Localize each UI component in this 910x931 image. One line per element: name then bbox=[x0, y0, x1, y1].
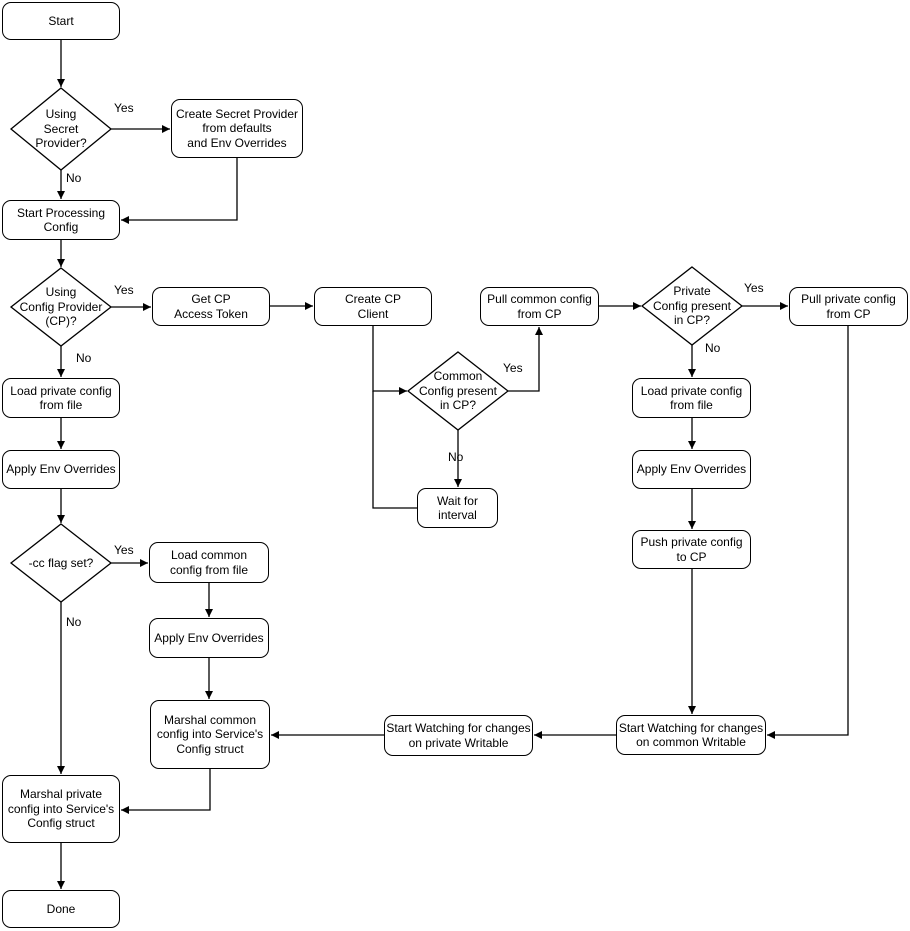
edge-marshal-common-to-marshal-private bbox=[121, 769, 211, 814]
node-start: Start bbox=[2, 2, 120, 40]
edge-common-yes-to-pull-common bbox=[508, 327, 543, 392]
node-done-label: Done bbox=[46, 901, 76, 916]
edge-label-no-config-provider: No bbox=[76, 351, 92, 365]
decision-common-config-present: Common Config present in CP? bbox=[408, 352, 508, 430]
node-create-cp-client: Create CP Client bbox=[314, 287, 432, 326]
node-load-common-config-label: Load common config from file bbox=[169, 548, 249, 577]
edge-label-yes-private-present: Yes bbox=[744, 281, 764, 295]
node-watch-common-writable: Start Watching for changes on common Wri… bbox=[616, 715, 766, 755]
node-load-private-config-left-label: Load private config from file bbox=[10, 383, 112, 412]
node-apply-env-overrides-mid-label: Apply Env Overrides bbox=[154, 630, 264, 645]
node-watch-common-writable-label: Start Watching for changes on common Wri… bbox=[618, 720, 764, 749]
node-get-cp-access-token: Get CP Access Token bbox=[152, 287, 270, 326]
decision-cc-flag-set: -cc flag set? bbox=[11, 524, 111, 602]
node-apply-env-overrides-right-label: Apply Env Overrides bbox=[636, 462, 747, 477]
node-start-processing-config-label: Start Processing Config bbox=[16, 205, 106, 234]
decision-using-secret-provider-label: Using Secret Provider? bbox=[35, 107, 87, 151]
node-load-private-config-left: Load private config from file bbox=[2, 378, 120, 418]
node-create-secret-provider-label: Create Secret Provider from defaults and… bbox=[175, 106, 299, 150]
node-pull-private-config-label: Pull private config from CP bbox=[801, 292, 896, 321]
decision-using-config-provider-label: Using Config Provider (CP)? bbox=[19, 285, 103, 329]
node-start-processing-config: Start Processing Config bbox=[2, 200, 120, 240]
decision-using-secret-provider: Using Secret Provider? bbox=[11, 88, 111, 170]
node-watch-private-writable-label: Start Watching for changes on private Wr… bbox=[386, 721, 531, 750]
node-marshal-common-config: Marshal common config into Service's Con… bbox=[150, 700, 270, 769]
node-create-secret-provider: Create Secret Provider from defaults and… bbox=[171, 99, 303, 158]
edge-label-no-secret-provider: No bbox=[66, 171, 82, 185]
edge-pull-private-to-watch-common bbox=[767, 326, 849, 739]
node-apply-env-overrides-mid: Apply Env Overrides bbox=[149, 618, 269, 658]
edge-label-yes-cc-flag: Yes bbox=[114, 543, 134, 557]
node-apply-env-overrides-left-label: Apply Env Overrides bbox=[6, 462, 116, 477]
node-push-private-config: Push private config to CP bbox=[632, 530, 751, 569]
edge-create-client-to-common-decision bbox=[372, 326, 407, 395]
edge-create-secret-to-start-processing bbox=[121, 158, 238, 224]
node-apply-env-overrides-right: Apply Env Overrides bbox=[632, 450, 751, 489]
node-pull-private-config: Pull private config from CP bbox=[789, 287, 908, 326]
edge-label-no-common-present: No bbox=[448, 450, 464, 464]
node-start-label: Start bbox=[48, 13, 74, 28]
node-pull-common-config: Pull common config from CP bbox=[480, 287, 599, 326]
decision-common-config-present-label: Common Config present in CP? bbox=[418, 369, 498, 413]
decision-private-config-present-label: Private Config present in CP? bbox=[652, 284, 732, 328]
edge-label-no-private-present: No bbox=[705, 341, 721, 355]
edge-wait-loop-to-common-decision bbox=[372, 391, 417, 509]
node-push-private-config-label: Push private config to CP bbox=[640, 535, 743, 564]
decision-cc-flag-set-label: -cc flag set? bbox=[28, 555, 94, 570]
node-create-cp-client-label: Create CP Client bbox=[344, 292, 402, 321]
node-wait-for-interval: Wait for interval bbox=[417, 488, 498, 528]
node-get-cp-access-token-label: Get CP Access Token bbox=[174, 292, 248, 321]
node-apply-env-overrides-left: Apply Env Overrides bbox=[2, 450, 120, 489]
node-watch-private-writable: Start Watching for changes on private Wr… bbox=[384, 715, 533, 756]
edge-label-no-cc-flag: No bbox=[66, 615, 82, 629]
edge-label-yes-secret-provider: Yes bbox=[114, 101, 134, 115]
node-load-private-config-right-label: Load private config from file bbox=[640, 383, 743, 412]
edge-label-yes-config-provider: Yes bbox=[114, 283, 134, 297]
decision-using-config-provider: Using Config Provider (CP)? bbox=[11, 268, 111, 346]
node-marshal-common-config-label: Marshal common config into Service's Con… bbox=[156, 712, 264, 756]
edge-label-yes-common-present: Yes bbox=[503, 361, 523, 375]
node-load-common-config: Load common config from file bbox=[149, 542, 269, 583]
node-marshal-private-config: Marshal private config into Service's Co… bbox=[2, 775, 120, 843]
node-marshal-private-config-label: Marshal private config into Service's Co… bbox=[7, 787, 115, 831]
decision-private-config-present: Private Config present in CP? bbox=[642, 267, 742, 345]
node-load-private-config-right: Load private config from file bbox=[632, 378, 751, 418]
node-wait-for-interval-label: Wait for interval bbox=[437, 493, 478, 522]
node-done: Done bbox=[2, 890, 120, 928]
node-pull-common-config-label: Pull common config from CP bbox=[487, 292, 592, 321]
